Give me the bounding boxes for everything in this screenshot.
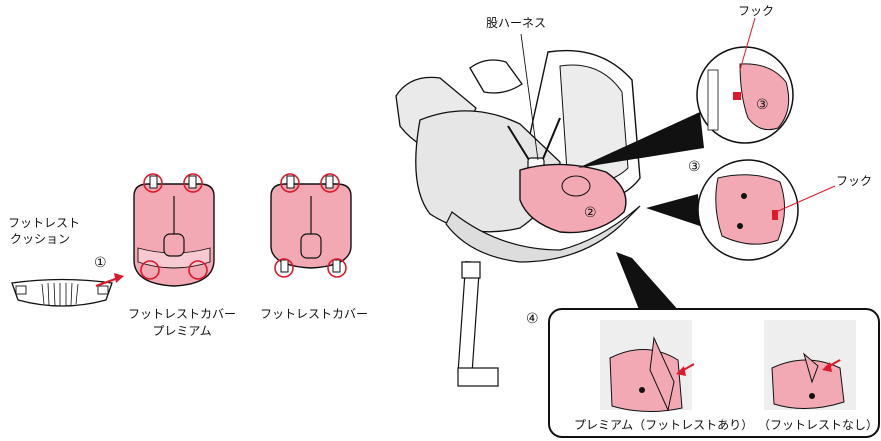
label-cover-premium-line1: フットレストカバー (127, 307, 236, 321)
label-hook-right: フック (836, 174, 873, 188)
step-4-marker: ④ (526, 311, 539, 327)
car-seat-illustration (395, 33, 641, 387)
caption-without-footrest: （フットレストなし） (758, 418, 879, 432)
label-footrest-cushion-line2: クッション (10, 232, 71, 246)
label-footrest-cushion-line1: フットレスト (8, 216, 81, 230)
installation-detail-panel: プレミアム（フットレストあり） （フットレストなし） (548, 308, 880, 438)
step-1-marker: ① (94, 255, 107, 271)
footrest-cushion-illustration (11, 278, 113, 307)
insert-arrow (95, 273, 124, 288)
step-3-marker-left: ③ (688, 159, 701, 175)
zoom-bottom (616, 252, 680, 312)
footrest-cover-standard-illustration (270, 173, 352, 278)
caption-premium-with-footrest: プレミアム（フットレストあり） (574, 418, 754, 432)
label-cover-standard: フットレストカバー (259, 307, 368, 321)
step-3-marker-top-inset: ③ (756, 97, 769, 113)
installation-detail-art (600, 320, 856, 413)
zoom-top (578, 17, 794, 168)
label-hook-top: フック (738, 4, 775, 18)
label-cover-premium-line2: プレミアム (152, 324, 212, 338)
step-2-marker: ② (584, 205, 597, 221)
footrest-cover-premium-illustration (133, 173, 215, 287)
label-crotch-harness: 股ハーネス (486, 16, 547, 30)
zoom-middle (646, 159, 836, 261)
